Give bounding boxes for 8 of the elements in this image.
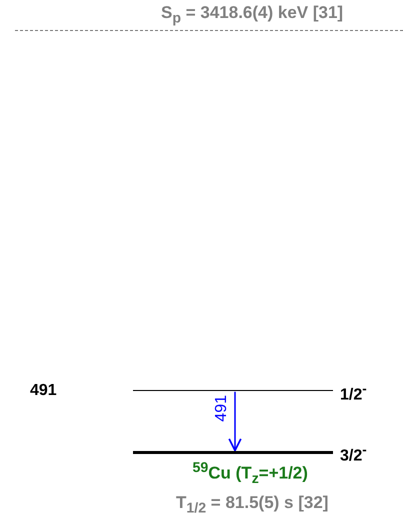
level-energy: 491 [30,382,57,400]
spin-parity-label: 3/2$^{-}$ [340,442,367,466]
edge-label: 491 [213,394,231,422]
half-life-label: T$_{1/2}$ = 81.5(5) s [32] [176,493,328,516]
separation-energy-label: S$_{p}$ = 3418.6(4) keV [31] [161,3,344,26]
transition-arrow [228,392,242,452]
spin-parity-label: 1/2$^{-}$ [340,381,367,404]
nucleus-label: $^{59}$Cu (T$_{z}$=+1/2) [192,460,308,488]
